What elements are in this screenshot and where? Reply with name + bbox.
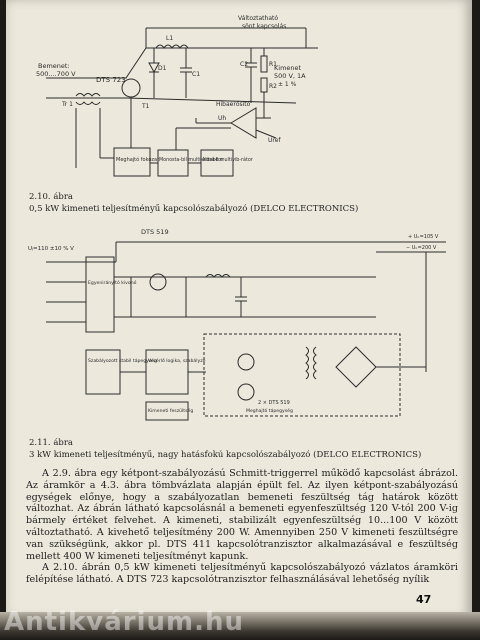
fig1-label-kimenet: Kimenet	[274, 64, 302, 72]
fig1-label-hibaerosito: Hibaerősítő	[216, 101, 251, 108]
figure-2-10-number: 2.10. ábra	[29, 192, 73, 202]
fig1-label-r1: R1	[269, 61, 277, 68]
fig2-label-dts-x2: 2 × DTS 519	[258, 400, 290, 406]
fig2-label-plus: + Uₖ=105 V	[408, 234, 439, 240]
fig1-label-uref: Uref	[268, 137, 281, 144]
fig2-label-szabalyozo: Szabályozott stabil tápegység	[88, 357, 157, 364]
fig2-label-input: Uⱼ=110 ±10 % V	[28, 246, 74, 252]
figure-2-11-number: 2.11. ábra	[29, 438, 73, 448]
fig2-label-egyenir: Egyenirányító kivonó	[88, 279, 137, 286]
fig2-label-vezerlo: Vezérlő logika, szabályzó	[148, 357, 206, 364]
watermark: Antikvárium.hu	[4, 607, 244, 637]
fig1-label-c2: C2	[240, 61, 248, 68]
page-edge-shadow	[0, 612, 480, 640]
fig1-label-uh: Uh	[218, 115, 226, 122]
fig2-label-dts: DTS 519	[141, 228, 169, 236]
fig1-label-meghajto: Meghajtó fokozat	[116, 156, 159, 163]
fig1-label-tr1: Tr 1	[61, 101, 73, 108]
fig1-label-r2: R2	[269, 83, 277, 90]
fig1-label-bemenet-range: 500....700 V	[36, 70, 76, 78]
fig1-label-sont: sönt kapcsolás	[242, 23, 286, 30]
paragraph-1: A 2.9. ábra egy kétpont-szabályozású Sch…	[26, 468, 458, 562]
fig2-label-meghajto: Meghajtó tápegység	[246, 407, 293, 414]
fig1-label-d1: D1	[158, 65, 167, 72]
fig1-label-kimenet-val: 500 V, 1A	[274, 72, 306, 80]
figure-2-10-caption: 0,5 kW kimeneti teljesítményű kapcsolósz…	[29, 204, 359, 214]
book-page: Bemenet: 500....700 V DTS 723 Tr 1 T1 L1…	[6, 0, 472, 626]
fig1-label-dts: DTS 723	[96, 76, 126, 84]
fig1-label-astabil: Astabil multivib-rátor	[202, 156, 253, 163]
page-number: 47	[416, 593, 432, 606]
fig1-label-kimenet-tol: ± 1 %	[278, 81, 297, 88]
paragraph-2: A 2.10. ábrán 0,5 kW kimeneti teljesítmé…	[26, 562, 458, 586]
figure-2-11-schematic: DTS 519 Uⱼ=110 ±10 % V + Uₖ=105 V − Uₖ=2…	[28, 228, 446, 421]
figure-2-11-caption: 3 kW kimeneti teljesítményű, nagy hatásf…	[29, 450, 422, 460]
fig1-label-l1: L1	[166, 35, 173, 42]
figure-2-10-schematic: Bemenet: 500....700 V DTS 723 Tr 1 T1 L1…	[36, 15, 318, 177]
fig1-label-c1: C1	[192, 71, 200, 78]
fig2-label-kimeneti: Kimeneti feszültség	[148, 407, 193, 414]
fig2-label-minus: − Uₖ=200 V	[406, 245, 437, 251]
fig1-label-valtoz: Változtatható	[238, 15, 278, 22]
body-text: A 2.9. ábra egy kétpont-szabályozású Sch…	[26, 468, 458, 586]
fig1-label-t1: T1	[141, 103, 150, 110]
fig1-label-bemenet: Bemenet:	[38, 62, 70, 70]
fig1-label-monostabil: Monosta-bil multi-vibrá-tor	[159, 156, 223, 163]
